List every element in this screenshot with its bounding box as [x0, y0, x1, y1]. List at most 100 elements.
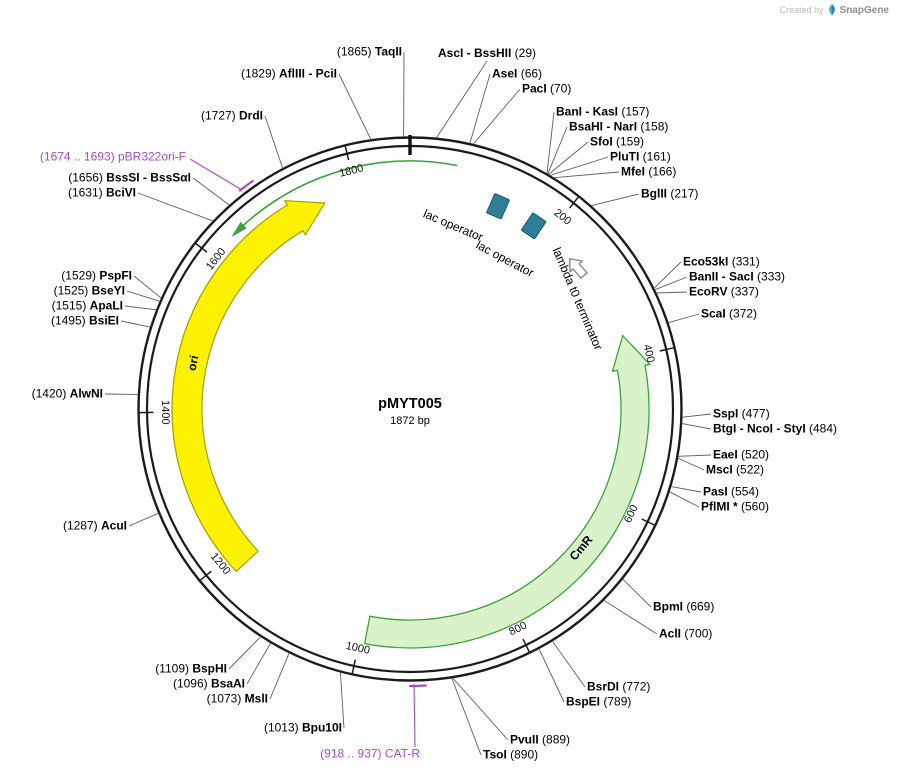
restriction-site-label[interactable]: (1073) MslI: [206, 691, 268, 706]
enzyme-name: BsaAI: [210, 676, 245, 691]
primer-label[interactable]: (1674 .. 1693) pBR322ori-F: [39, 149, 186, 164]
restriction-site-label[interactable]: MfeI (166): [621, 165, 676, 179]
restriction-site-label[interactable]: (1096) BsaAI: [173, 676, 245, 691]
enzyme-name: PluTI: [610, 149, 640, 164]
tick-label: 1400: [159, 400, 171, 425]
restriction-site-label[interactable]: EaeI (520): [713, 448, 769, 462]
restriction-site-label[interactable]: PflMI * (560): [701, 500, 769, 514]
restriction-site-label[interactable]: PacI (70): [522, 81, 572, 96]
callout-line: [451, 678, 482, 756]
watermark-text: Created by: [779, 5, 824, 15]
restriction-site-label[interactable]: (1525) BseYI: [54, 283, 125, 298]
site-position-suffix: (217): [667, 186, 699, 201]
restriction-site-label[interactable]: BtgI - NcoI - StyI (484): [713, 421, 837, 436]
restriction-site-label[interactable]: (1109) BspHI: [155, 662, 227, 676]
restriction-site-label[interactable]: BsrDI (772): [587, 679, 650, 694]
site-position-suffix: (331): [728, 254, 760, 269]
site-position-prefix: (1656): [68, 170, 107, 185]
enzyme-name: BanI - KasI: [556, 104, 619, 119]
restriction-site-label[interactable]: PluTI (161): [610, 149, 671, 164]
lac-operator-box[interactable]: [486, 193, 510, 220]
restriction-site-label[interactable]: (1727) DrdI: [201, 109, 263, 123]
callout-line: [656, 291, 688, 294]
callout-line: [654, 276, 688, 291]
plasmid-backbone-inner-circle: [145, 144, 675, 674]
restriction-site-label[interactable]: Eco53kI (331): [683, 254, 760, 269]
tick-mark: [344, 146, 350, 161]
lac-operator-box[interactable]: [521, 212, 547, 240]
restriction-site-label[interactable]: (1420) AlwNI: [32, 387, 103, 401]
restriction-site-label[interactable]: (1529) PspFI: [61, 269, 132, 283]
restriction-site-label[interactable]: (1656) BssSI - BssSαI: [68, 170, 191, 185]
enzyme-name: TaqII: [374, 44, 402, 59]
restriction-site-label[interactable]: BanII - SacI (333): [689, 269, 785, 284]
enzyme-name: MslI: [244, 691, 268, 706]
enzyme-name: BseYI: [91, 283, 125, 298]
restriction-site-label[interactable]: AscI - BssHII (29): [438, 47, 536, 60]
restriction-site-label[interactable]: (1865) TaqII: [337, 44, 402, 59]
callout-line: [547, 126, 568, 175]
restriction-site-label[interactable]: (1287) AcuI: [62, 518, 127, 533]
feature-cmr-arrow[interactable]: [363, 334, 652, 649]
site-position-suffix: (70): [546, 81, 572, 96]
restriction-site-label[interactable]: TsoI (890): [483, 747, 539, 762]
restriction-site-label[interactable]: AclI (700): [659, 626, 713, 641]
terminator-arrow-icon[interactable]: [564, 254, 590, 281]
enzyme-name: MscI: [706, 462, 733, 477]
enzyme-name: ScaI: [701, 306, 726, 321]
callout-line: [554, 171, 620, 179]
restriction-site-label[interactable]: EcoRV (337): [689, 284, 759, 299]
enzyme-name: AflIII - PciI: [278, 66, 337, 81]
enzyme-name: BglII: [641, 186, 667, 201]
primer-range: (1674 .. 1693): [39, 149, 118, 164]
restriction-site-label[interactable]: SfoI (159): [590, 135, 644, 149]
restriction-site-label[interactable]: PasI (554): [703, 485, 759, 499]
restriction-site-label[interactable]: AseI (66): [492, 66, 542, 81]
restriction-site-label[interactable]: SspI (477): [713, 406, 770, 421]
enzyme-name: AseI: [492, 66, 518, 81]
enzyme-name: SspI: [713, 406, 739, 421]
primer-range: (918 .. 937): [320, 746, 385, 761]
callout-line: [133, 275, 162, 299]
restriction-site-label[interactable]: BanI - KasI (157): [556, 104, 649, 119]
restriction-site-label[interactable]: (1515) ApaLI: [52, 299, 123, 313]
restriction-site-label[interactable]: BspEI (789): [566, 695, 631, 709]
enzyme-name: TsoI: [483, 747, 507, 762]
site-position-suffix: (700): [681, 626, 713, 641]
primer-mark[interactable]: [409, 684, 427, 688]
tick-mark: [351, 659, 357, 674]
enzyme-name: Eco53kI: [683, 254, 729, 269]
tick-mark: [568, 196, 579, 209]
callout-line: [678, 454, 712, 457]
restriction-site-label[interactable]: BglII (217): [641, 186, 699, 201]
restriction-site-label[interactable]: ScaI (372): [701, 306, 757, 321]
restriction-site-label[interactable]: MscI (522): [706, 462, 764, 477]
callout-line: [473, 88, 521, 145]
enzyme-name: BsrDI: [587, 679, 620, 694]
callout-line: [550, 156, 609, 176]
site-position-suffix: (890): [506, 747, 539, 762]
callout-line: [546, 111, 555, 174]
restriction-site-label[interactable]: BsaHI - NarI (158): [569, 120, 668, 134]
restriction-site-label[interactable]: (1631) BciVI: [68, 186, 136, 200]
enzyme-name: BsiEI: [88, 313, 119, 328]
site-position-suffix: (337): [727, 284, 759, 299]
restriction-site-label[interactable]: BpmI (669): [653, 600, 714, 614]
restriction-site-label[interactable]: PvuII (889): [510, 733, 570, 747]
restriction-site-label[interactable]: (1495) BsiEI: [51, 313, 119, 328]
callout-line: [552, 640, 586, 688]
feature-ori-arrow[interactable]: [171, 200, 326, 573]
site-position-prefix: (1287): [62, 518, 101, 533]
enzyme-name: BtgI - NcoI - StyI: [713, 421, 806, 436]
enzyme-name: AcuI: [100, 518, 127, 533]
primer-label[interactable]: (918 .. 937) CAT-R: [320, 746, 420, 761]
callout-line: [339, 672, 345, 729]
callout-line: [126, 290, 160, 302]
transcript-arrow-arc[interactable]: [243, 160, 458, 226]
primer-mark[interactable]: [238, 179, 255, 192]
site-position-prefix: (1073): [206, 691, 245, 706]
restriction-site-label[interactable]: (1829) AflIII - PciI: [241, 66, 337, 81]
enzyme-name: BanII - SacI: [689, 269, 754, 284]
restriction-site-label[interactable]: (1013) Bpu10I: [264, 721, 342, 735]
